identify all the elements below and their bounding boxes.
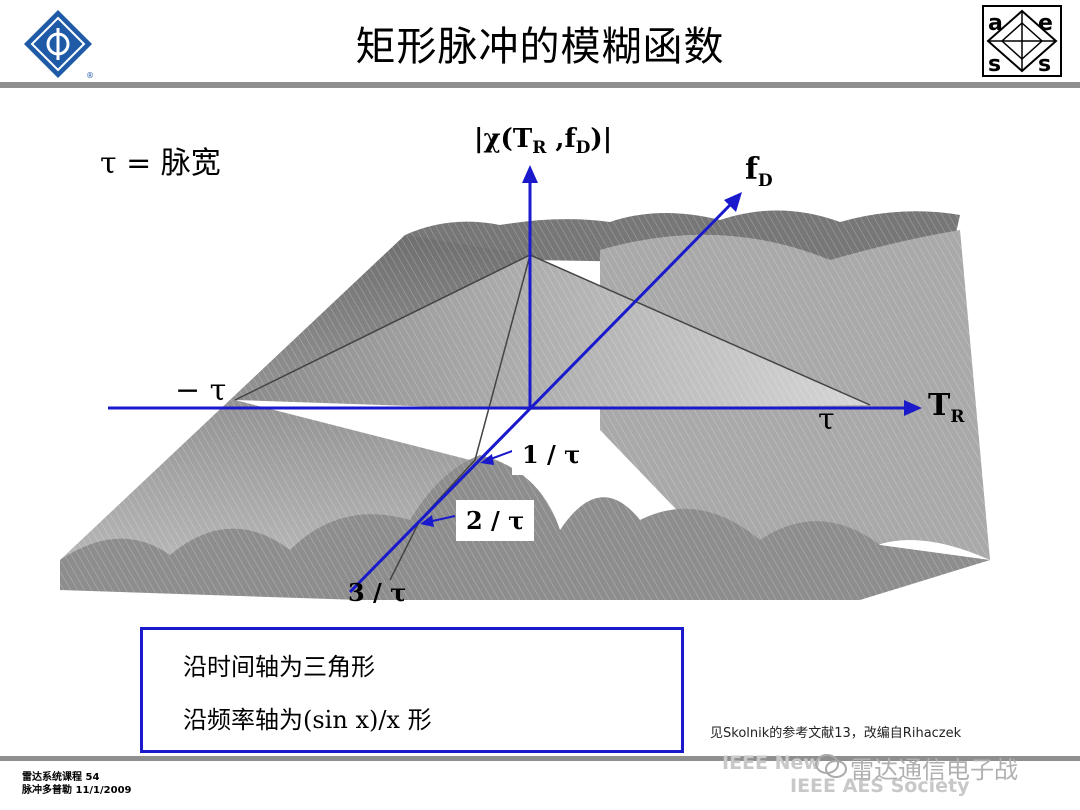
ieee-text-line1: IEEE New (722, 752, 821, 774)
header-rule (0, 82, 1080, 88)
logo-letter-s2: s (1038, 52, 1051, 77)
slide-title: 矩形脉冲的模糊函数 (355, 24, 725, 70)
ieee-text-line2: IEEE AES Society (790, 775, 970, 797)
footer-date: 脉冲多普勒 11/1/2009 (22, 785, 132, 796)
amplitude-axis-label: |χ(TR ,fD)| (474, 124, 613, 159)
doppler-axis-arrowhead (724, 192, 742, 212)
logo-letter-e: e (1038, 11, 1053, 36)
watermark-text: 雷达通信电子战 (850, 756, 1018, 784)
freq-label-1: 1 / τ (512, 434, 591, 475)
logo-letter-a: a (988, 11, 1003, 36)
aes-logo: a e s s (982, 5, 1062, 77)
amplitude-axis-arrowhead (522, 165, 538, 183)
freq-label-2: 2 / τ (456, 500, 535, 541)
freq-label-3: 3 / τ (348, 578, 407, 607)
doppler-axis (348, 203, 732, 594)
footer-rule (0, 756, 1080, 761)
info-line-freq-axis: 沿频率轴为(sin x)/x 形 (183, 706, 432, 734)
pos-tau-label: τ (818, 402, 835, 437)
tau-definition: τ = 脉宽 (100, 146, 221, 181)
chat-bubble-icon (815, 754, 847, 778)
reference-note: 见Skolnik的参考文献13，改编自Rihaczek (710, 726, 962, 741)
doppler-axis-label: fD (745, 152, 773, 191)
footer-course: 雷达系统课程 54 (22, 772, 100, 783)
logo-letter-s1: s (988, 52, 1001, 77)
neg-tau-label: − τ (175, 373, 227, 408)
ieee-logo: ® (24, 10, 94, 80)
ridge-line (389, 254, 531, 581)
range-axis-arrowhead (904, 400, 922, 416)
range-axis-label: TR (928, 388, 965, 427)
info-box: 沿时间轴为三角形 沿频率轴为(sin x)/x 形 (140, 627, 684, 753)
info-line-time-axis: 沿时间轴为三角形 (183, 653, 375, 681)
svg-text:®: ® (86, 71, 94, 80)
